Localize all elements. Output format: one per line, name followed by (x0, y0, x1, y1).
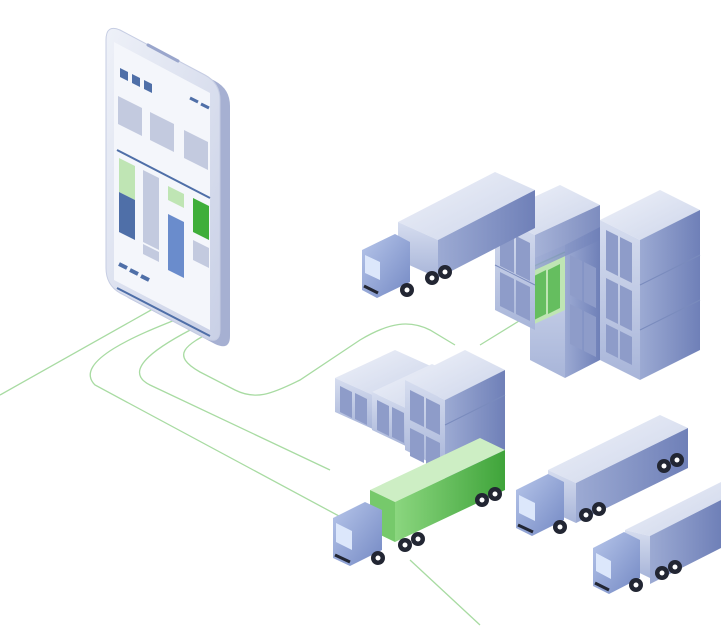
container-stack-icon (494, 185, 701, 380)
dashboard-layout-icon (116, 68, 211, 337)
connection-line-icon (138, 324, 331, 471)
connection-line-icon (409, 559, 481, 626)
connection-line-icon (89, 317, 366, 531)
green-truck-icon (333, 438, 505, 566)
green-container (529, 251, 566, 326)
connection-line-icon (0, 304, 161, 396)
wheels (400, 265, 452, 297)
container-stack-icon (335, 350, 506, 480)
truck-icon (362, 172, 535, 298)
connection-line-icon (183, 323, 456, 396)
truck-icon (516, 415, 688, 536)
truck-icon (593, 482, 721, 594)
smartphone-icon (105, 27, 230, 347)
